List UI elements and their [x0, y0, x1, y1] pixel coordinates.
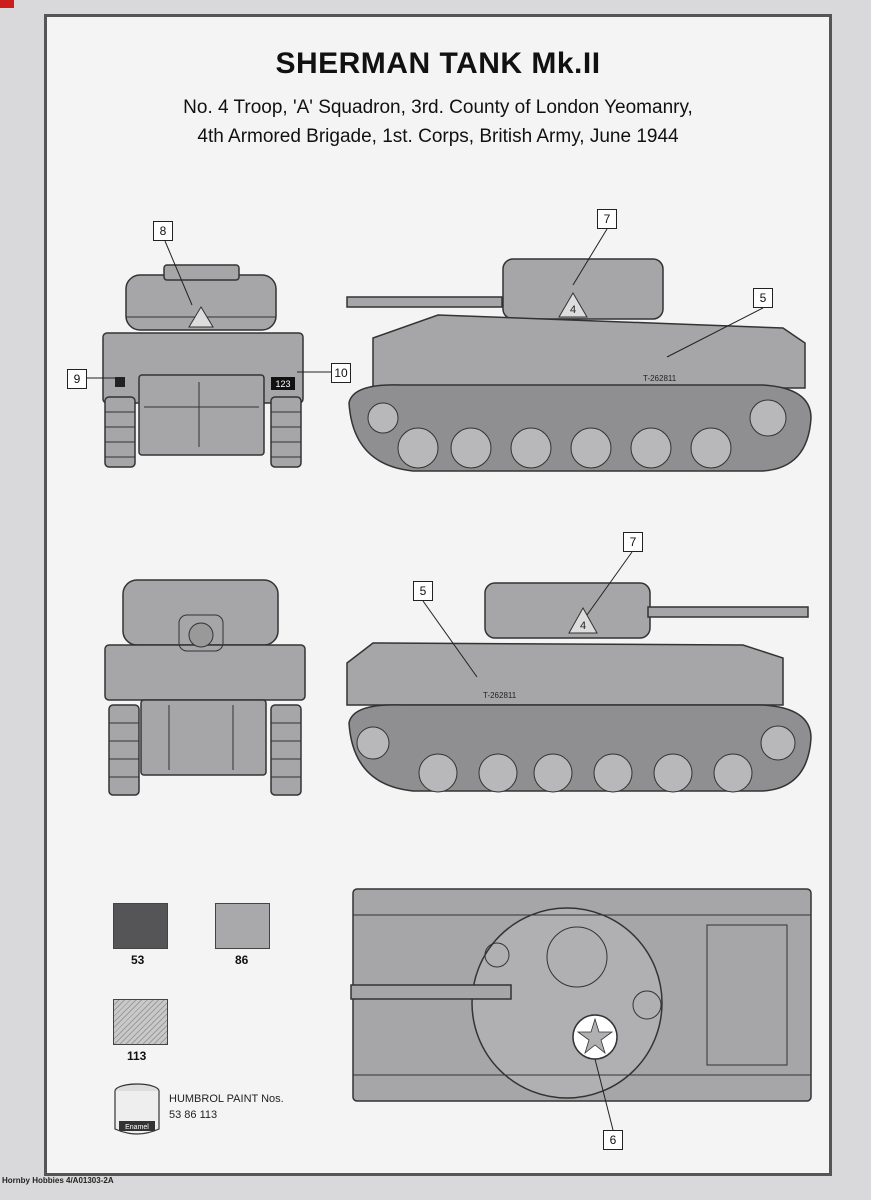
front-plate — [271, 377, 295, 390]
front-turret-triangle-icon — [188, 306, 214, 328]
instruction-sheet: SHERMAN TANK Mk.II No. 4 Troop, 'A' Squa… — [44, 14, 832, 1176]
corner-mark — [0, 0, 14, 8]
side2-turret-triangle-icon — [568, 606, 598, 634]
paint-numbers: 53 86 113 — [169, 1109, 218, 1121]
paint-caption: HUMBROL PAINT Nos. — [169, 1093, 284, 1105]
side-view-right-drawing: 4 T-262811 — [346, 258, 812, 472]
page-title: SHERMAN TANK Mk.II — [275, 47, 601, 80]
callout-5-side1: 5 — [753, 288, 773, 308]
footer-code: Hornby Hobbies 4/A01303-2A — [2, 1176, 114, 1185]
swatch-113 — [113, 999, 168, 1045]
callout-9: 9 — [67, 369, 87, 389]
paint-tin-icon: Enamel — [114, 1083, 160, 1135]
side1-serial: T-262811 — [643, 374, 677, 383]
swatch-53-label: 53 — [131, 953, 145, 967]
swatch-113-label: 113 — [127, 1049, 147, 1063]
rear-view-drawing — [104, 579, 306, 796]
callout-7-side2: 7 — [623, 532, 643, 552]
top-view-drawing — [350, 888, 812, 1102]
front-plate-text: 123 — [275, 379, 290, 389]
side2-serial: T-262811 — [483, 691, 517, 700]
star-icon — [576, 1017, 614, 1055]
callout-8: 8 — [153, 221, 173, 241]
side1-turret-triangle-icon — [558, 292, 588, 318]
subtitle-line-2: 4th Armored Brigade, 1st. Corps, British… — [197, 126, 679, 147]
leader-lines — [87, 228, 764, 1131]
callout-7-side1: 7 — [597, 209, 617, 229]
front-left-badge-icon — [115, 377, 125, 387]
side-view-left-drawing: 4 T-262811 — [346, 582, 812, 793]
page-subtitle: No. 4 Troop, 'A' Squadron, 3rd. County o… — [47, 93, 829, 151]
swatch-86 — [215, 903, 270, 949]
callout-6: 6 — [603, 1130, 623, 1150]
swatch-53 — [113, 903, 168, 949]
subtitle-line-1: No. 4 Troop, 'A' Squadron, 3rd. County o… — [183, 97, 693, 118]
paint-tin-label: Enamel — [125, 1124, 149, 1131]
side1-turret-number: 4 — [570, 304, 576, 316]
side2-turret-number: 4 — [580, 620, 586, 632]
front-view-drawing: 123 — [102, 264, 304, 468]
callout-10: 10 — [331, 363, 351, 383]
callout-5-side2: 5 — [413, 581, 433, 601]
swatch-86-label: 86 — [235, 953, 249, 967]
